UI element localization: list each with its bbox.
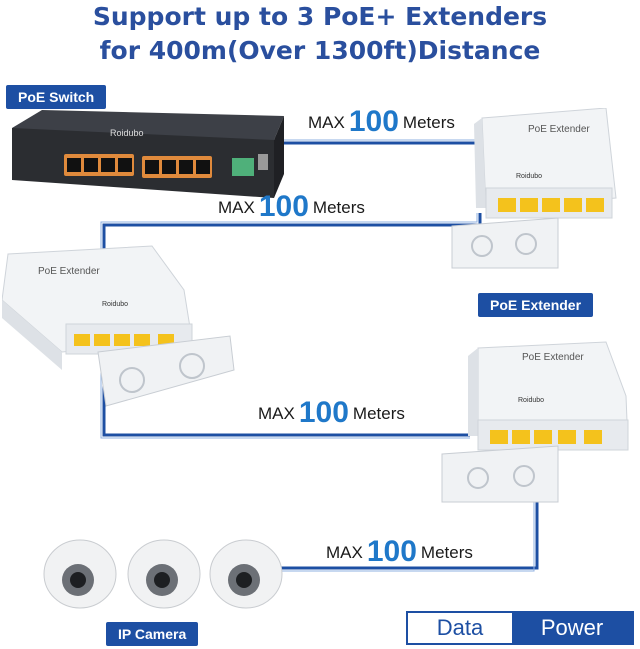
cable-segment-2 xyxy=(102,213,482,255)
svg-text:Roidubo: Roidubo xyxy=(518,397,544,404)
switch-brand-text: Roidubo xyxy=(110,128,144,138)
data-power-legend: Data Power xyxy=(406,611,634,645)
poe-extender-3: PoE Extender Roidubo xyxy=(441,341,629,503)
poe-extender-label: PoE Extender xyxy=(478,293,594,317)
ip-camera-icon xyxy=(209,539,283,609)
svg-text:PoE Extender: PoE Extender xyxy=(522,352,584,363)
svg-text:Roidubo: Roidubo xyxy=(102,301,128,308)
svg-text:PoE Extender: PoE Extender xyxy=(38,266,100,277)
poe-switch-label: PoE Switch xyxy=(6,85,107,109)
ip-camera-group xyxy=(43,539,283,609)
ip-camera-icon xyxy=(127,539,201,609)
legend-power: Power xyxy=(512,613,632,643)
page-title-line1: Support up to 3 PoE+ Extenders xyxy=(92,2,548,31)
cable-segment-4 xyxy=(265,500,539,570)
ip-camera-label: IP Camera xyxy=(106,622,199,646)
page-title-line2: for 400m(Over 1300ft)Distance xyxy=(99,36,541,65)
ip-camera-icon xyxy=(43,539,117,609)
svg-text:Roidubo: Roidubo xyxy=(516,173,542,180)
svg-text:PoE Extender: PoE Extender xyxy=(528,124,590,135)
poe-switch-device: Roidubo xyxy=(12,110,284,198)
poe-extender-2: PoE Extender Roidubo xyxy=(2,245,235,407)
legend-data: Data xyxy=(408,613,512,643)
poe-extender-1: PoE Extender Roidubo xyxy=(451,108,617,269)
